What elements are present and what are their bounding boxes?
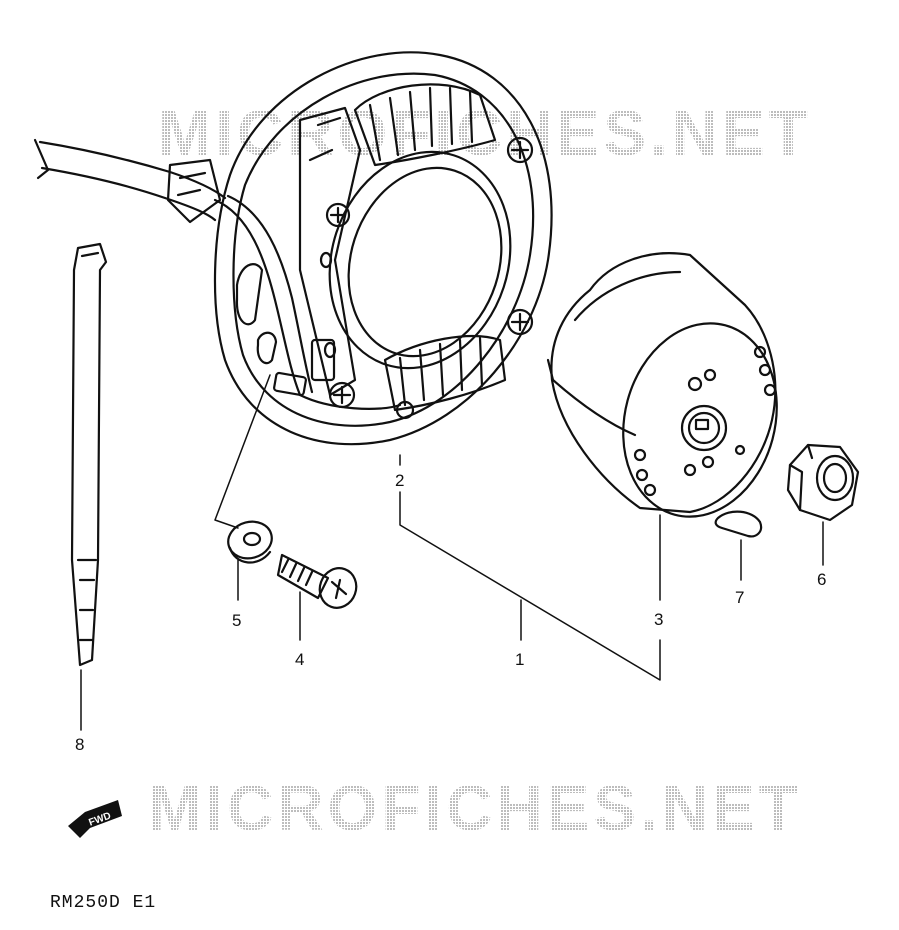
watermark-top: MICROFICHES.NET [158,97,812,169]
callout-8: 8 [75,735,84,754]
callout-4: 4 [295,650,304,669]
washer [227,520,273,564]
watermark-bottom: MICROFICHES.NET [148,772,802,844]
callout-labels: 2 1 3 4 5 6 7 8 [75,471,826,754]
callout-5: 5 [232,611,241,630]
woodruff-key [714,510,763,538]
stator-assembly [213,51,553,446]
rotor-flywheel [546,252,778,518]
model-code: RM250D E1 [50,893,157,913]
wiring-harness [33,138,402,410]
watermark-text-top: MICROFICHES.NET [158,97,812,169]
callout-3: 3 [654,610,663,629]
watermark-text-bottom: MICROFICHES.NET [148,772,802,844]
leader-lines [80,374,824,731]
nut [786,443,860,522]
cable-tie [70,242,108,667]
callout-2: 2 [395,471,404,490]
callout-6: 6 [817,570,826,589]
callout-7: 7 [735,588,744,607]
screw [276,553,358,609]
fwd-arrow: FWD [68,800,122,838]
callout-1: 1 [515,650,524,669]
